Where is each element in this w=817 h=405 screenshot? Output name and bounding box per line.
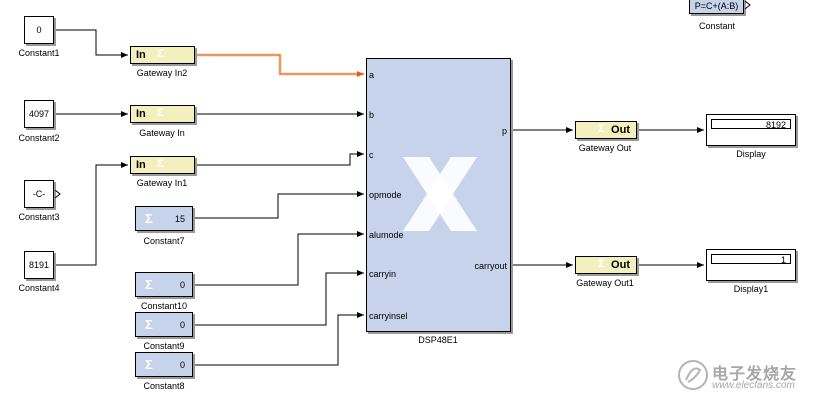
watermark-url: www.elecfans.com bbox=[712, 380, 795, 391]
constant7-label: Constant7 bbox=[143, 236, 185, 246]
display-label: Display bbox=[736, 149, 766, 159]
wire-constant9-carryin bbox=[193, 270, 364, 326]
gateway-out1-label: Gateway Out1 bbox=[576, 278, 634, 288]
output-port-icon bbox=[55, 190, 61, 198]
constant8-block[interactable]: Σ 0 bbox=[135, 352, 193, 377]
port-opmode: opmode bbox=[369, 190, 402, 200]
port-carryout: carryout bbox=[474, 261, 507, 271]
constant1-value: 0 bbox=[36, 25, 42, 35]
constant9-label: Constant9 bbox=[143, 341, 185, 351]
gateway-in-block[interactable]: In Σ bbox=[130, 105, 195, 123]
constant10-value: 0 bbox=[179, 279, 185, 290]
constant10-label: Constant10 bbox=[140, 301, 188, 311]
port-carryinsel: carryinsel bbox=[369, 311, 408, 321]
gateway-in2-label: Gateway In2 bbox=[136, 68, 188, 78]
output-port-icon bbox=[745, 1, 751, 10]
display1-value: 1 bbox=[711, 254, 791, 265]
annotation-constant-block[interactable]: P=C+(A:B) bbox=[689, 0, 744, 14]
wire-constant4-gatewayin1 bbox=[54, 162, 128, 266]
constant4-label: Constant4 bbox=[18, 283, 60, 293]
constant7-value: 15 bbox=[174, 213, 185, 224]
constant3-block[interactable]: -C- bbox=[24, 180, 54, 208]
xilinx-logo-icon: Σ bbox=[145, 277, 153, 292]
port-a: a bbox=[369, 70, 375, 80]
constant1-block[interactable]: 0 bbox=[24, 16, 54, 44]
xilinx-logo-icon: Σ bbox=[157, 107, 164, 119]
constant9-value: 0 bbox=[179, 319, 185, 330]
constant8-label: Constant8 bbox=[143, 381, 185, 391]
wire-constant8-carryinsel bbox=[193, 312, 364, 366]
xilinx-logo-icon: Σ bbox=[157, 158, 164, 170]
watermark: 电子发烧友 www.elecfans.com bbox=[676, 358, 806, 394]
gateway-in2-block[interactable]: In Σ bbox=[130, 46, 195, 64]
constant10-block[interactable]: Σ 0 bbox=[135, 272, 193, 297]
elecfans-logo-icon bbox=[678, 360, 708, 390]
gateway-in2-port: In bbox=[136, 49, 146, 61]
wire-constant10-alumode bbox=[193, 231, 364, 286]
gateway-out-block[interactable]: Σ Out bbox=[575, 121, 637, 139]
constant7-block[interactable]: Σ 15 bbox=[135, 206, 193, 231]
annotation-constant-label: Constant bbox=[698, 21, 736, 31]
wire-gatewayin1-c bbox=[195, 151, 364, 166]
constant2-label: Constant2 bbox=[18, 133, 60, 143]
port-c: c bbox=[369, 150, 374, 160]
gateway-out1-block[interactable]: Σ Out bbox=[575, 256, 637, 274]
gateway-in1-port: In bbox=[136, 159, 146, 171]
gateway-in1-label: Gateway In1 bbox=[136, 178, 188, 188]
gateway-in-label: Gateway In bbox=[139, 128, 185, 138]
gateway-out-label: Gateway Out bbox=[578, 143, 632, 153]
xilinx-logo-icon: Σ bbox=[145, 357, 153, 372]
port-b: b bbox=[369, 110, 375, 120]
xilinx-logo-icon: Σ bbox=[157, 48, 164, 60]
dsp48e1-block[interactable]: a b c opmode alumode carryin carryinsel … bbox=[366, 58, 511, 332]
port-carryin: carryin bbox=[369, 269, 397, 279]
wire-constant7-opmode bbox=[193, 191, 364, 219]
constant4-block[interactable]: 8191 bbox=[24, 251, 54, 279]
constant8-value: 0 bbox=[179, 359, 185, 370]
constant2-value: 4097 bbox=[28, 109, 50, 119]
constant9-block[interactable]: Σ 0 bbox=[135, 312, 193, 337]
gateway-in1-block[interactable]: In Σ bbox=[130, 156, 195, 174]
wire-constant1-gatewayin2 bbox=[54, 29, 128, 58]
gateway-out1-port: Out bbox=[611, 259, 630, 271]
xilinx-logo-icon: Σ bbox=[598, 123, 605, 135]
display1-block[interactable]: 1 bbox=[706, 249, 796, 281]
constant3-value: -C- bbox=[32, 189, 46, 199]
watermark-title: 电子发烧友 bbox=[712, 366, 798, 383]
constant2-block[interactable]: 4097 bbox=[24, 100, 54, 128]
port-p: p bbox=[501, 126, 507, 136]
port-alumode: alumode bbox=[369, 230, 404, 240]
display1-label: Display1 bbox=[733, 284, 769, 294]
gateway-out-port: Out bbox=[611, 124, 630, 136]
xilinx-logo-icon: Σ bbox=[145, 317, 153, 332]
constant4-value: 8191 bbox=[28, 260, 50, 270]
annotation-text: P=C+(A:B) bbox=[694, 0, 739, 11]
constant3-label: Constant3 bbox=[18, 212, 60, 222]
xilinx-logo-icon bbox=[403, 157, 477, 231]
xilinx-logo-icon: Σ bbox=[598, 258, 605, 270]
constant1-label: Constant1 bbox=[18, 48, 60, 58]
display-value: 8192 bbox=[711, 119, 791, 130]
xilinx-logo-icon: Σ bbox=[145, 211, 153, 226]
gateway-in-port: In bbox=[136, 108, 146, 120]
dsp48e1-label: DSP48E1 bbox=[418, 335, 458, 345]
display-block[interactable]: 8192 bbox=[706, 114, 796, 146]
